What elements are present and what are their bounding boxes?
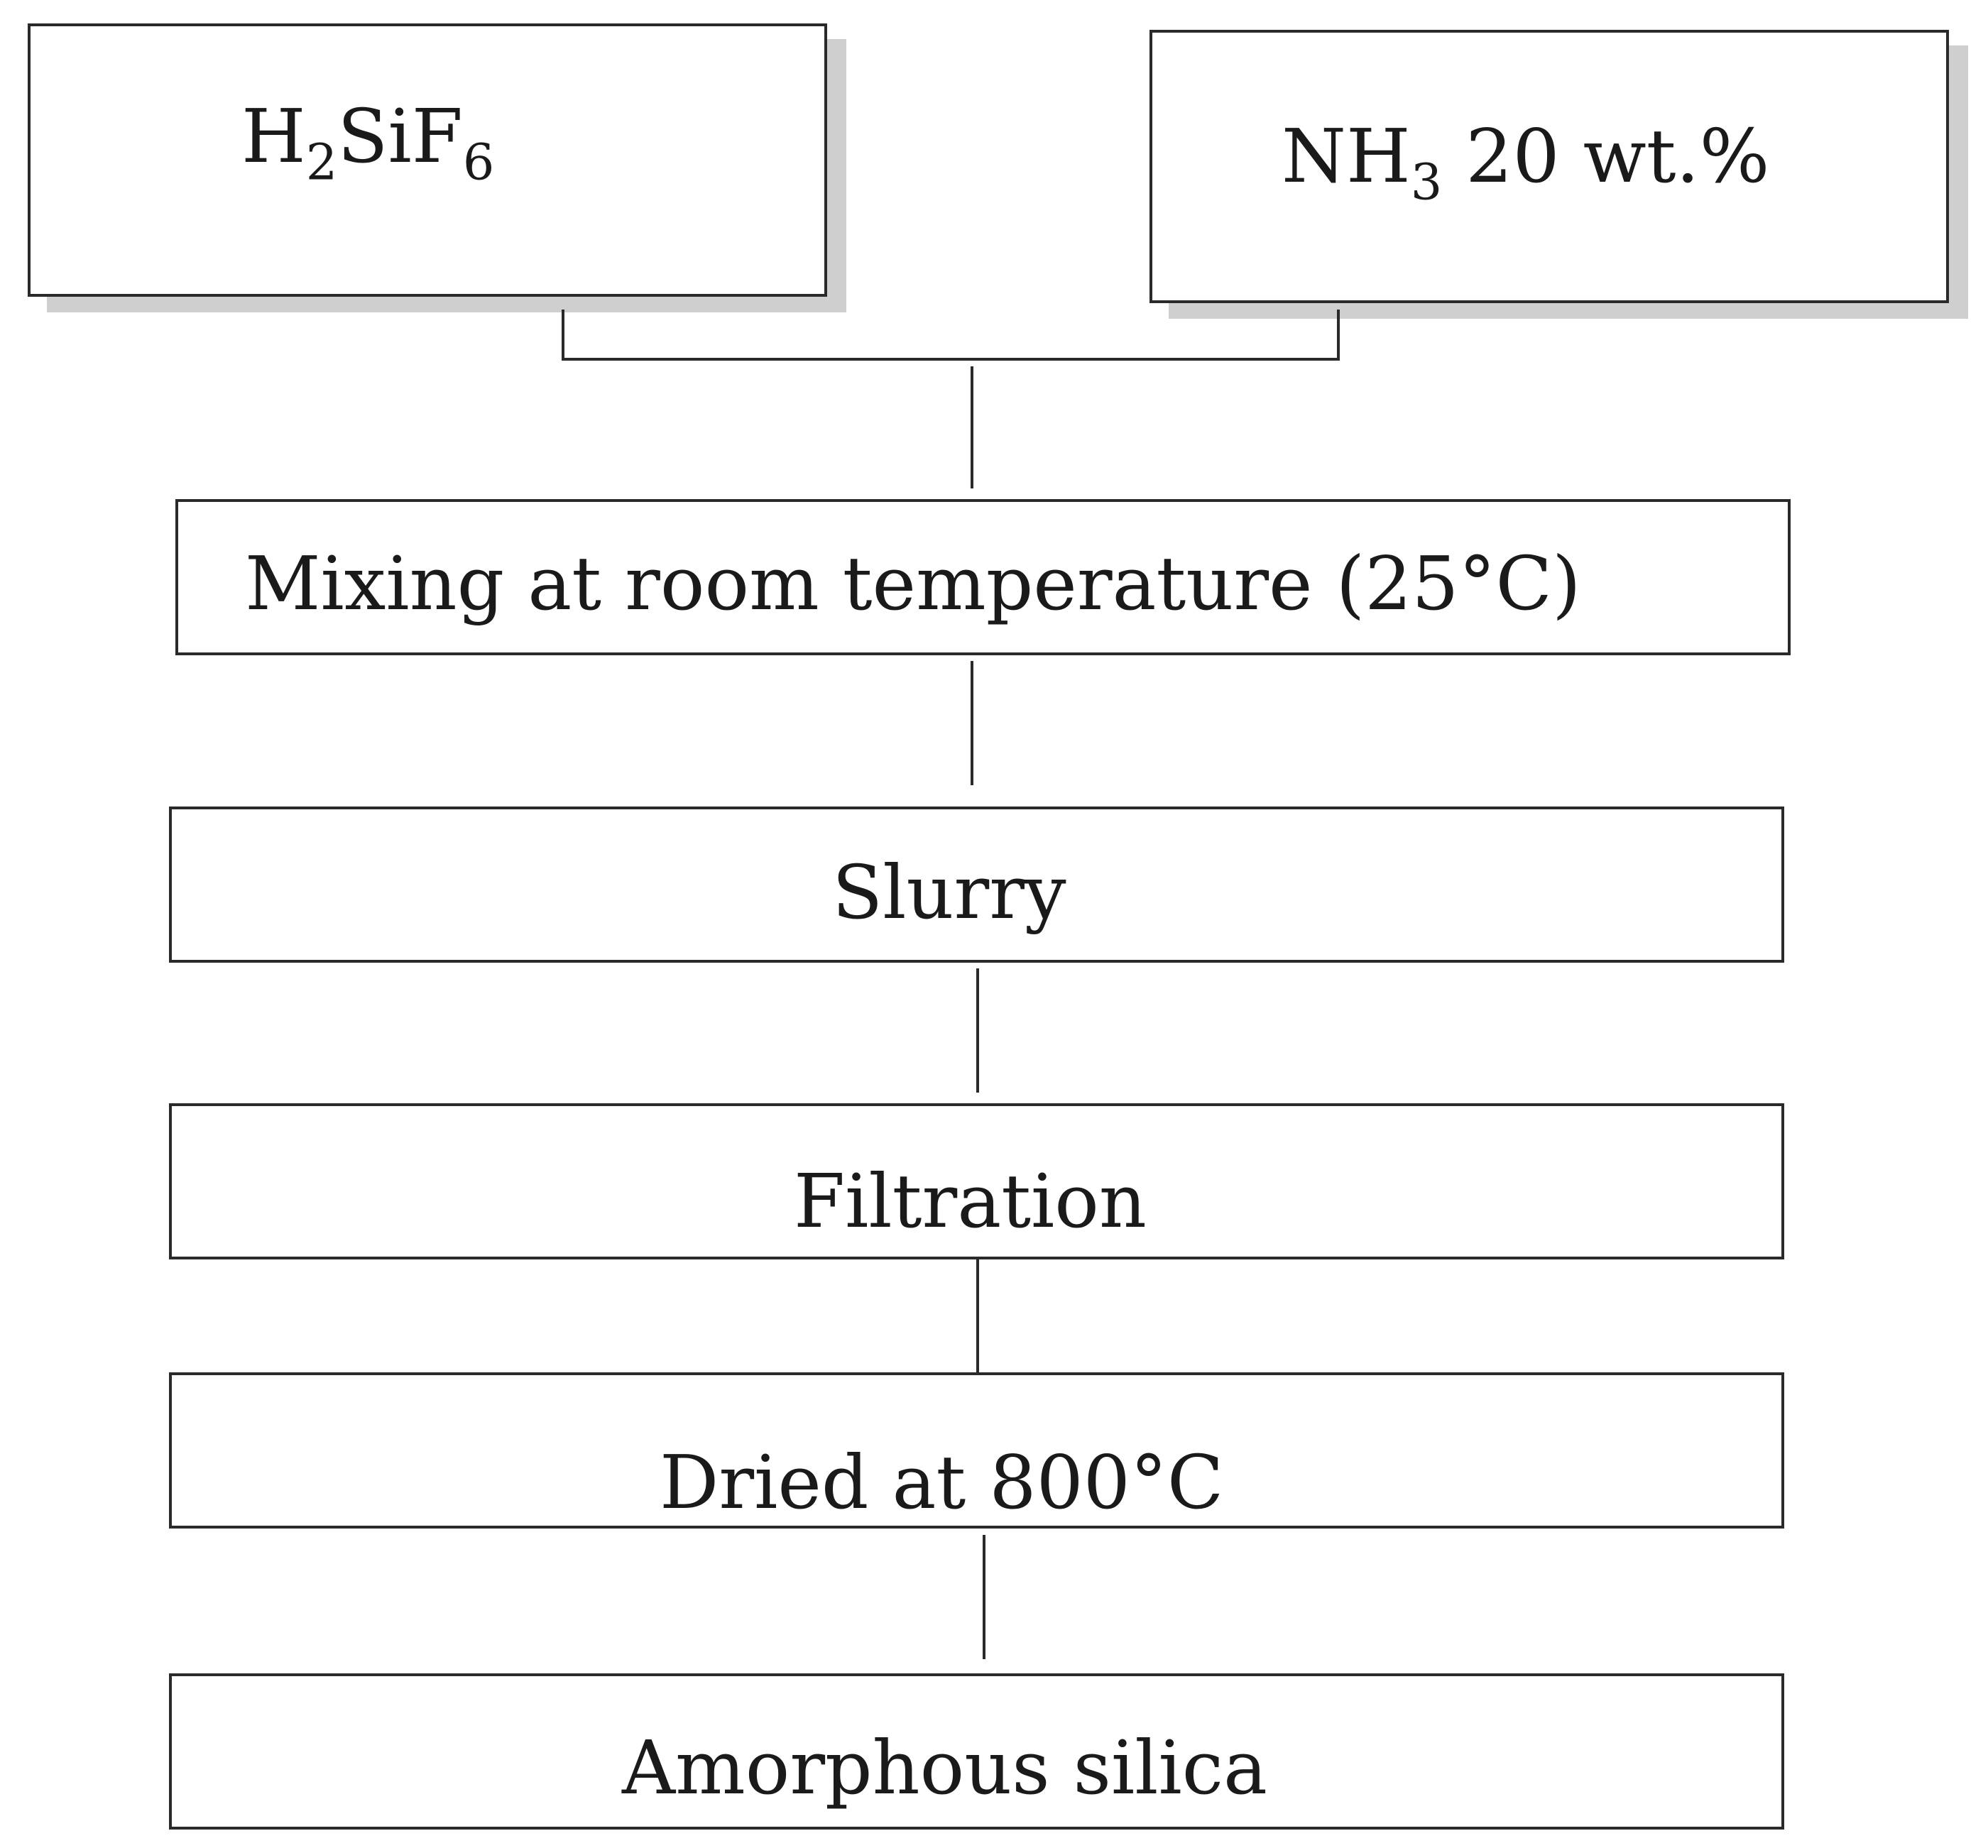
- input-box-nh3: [1149, 30, 1949, 303]
- connector-line: [562, 310, 564, 361]
- input-box-h2sif6: [28, 23, 827, 297]
- step-box-filtration: [169, 1103, 1784, 1259]
- step-label-amorphous-silica: Amorphous silica: [622, 1724, 1268, 1811]
- step-label-slurry: Slurry: [832, 849, 1066, 936]
- step-label-filtration: Filtration: [794, 1158, 1147, 1245]
- formula-part: H: [241, 93, 306, 180]
- input-label-nh3: NH3 20 wt.%: [1282, 119, 1769, 207]
- connector-line: [971, 366, 973, 488]
- connector-line: [976, 1259, 979, 1384]
- merge-line: [562, 358, 1340, 361]
- step-box-amorphous-silica: [169, 1673, 1784, 1830]
- step-label-mixing: Mixing at room temperature (25°C): [245, 540, 1581, 627]
- formula-subscript: 2: [305, 133, 338, 192]
- connector-line: [971, 661, 973, 785]
- connector-line: [1337, 310, 1340, 361]
- formula-part: SiF: [337, 93, 463, 180]
- formula-part: 20 wt.%: [1442, 113, 1770, 199]
- formula-subscript: 6: [462, 133, 495, 192]
- step-box-mixing: [175, 499, 1791, 655]
- step-box-slurry: [169, 807, 1784, 963]
- connector-line: [976, 968, 979, 1093]
- formula-part: NH: [1282, 113, 1411, 199]
- step-label-dried: Dried at 800°C: [660, 1439, 1224, 1526]
- input-label-h2sif6: H2SiF6: [241, 99, 494, 187]
- formula-subscript: 3: [1410, 153, 1443, 212]
- step-box-dried: [169, 1372, 1784, 1529]
- connector-line: [983, 1535, 985, 1659]
